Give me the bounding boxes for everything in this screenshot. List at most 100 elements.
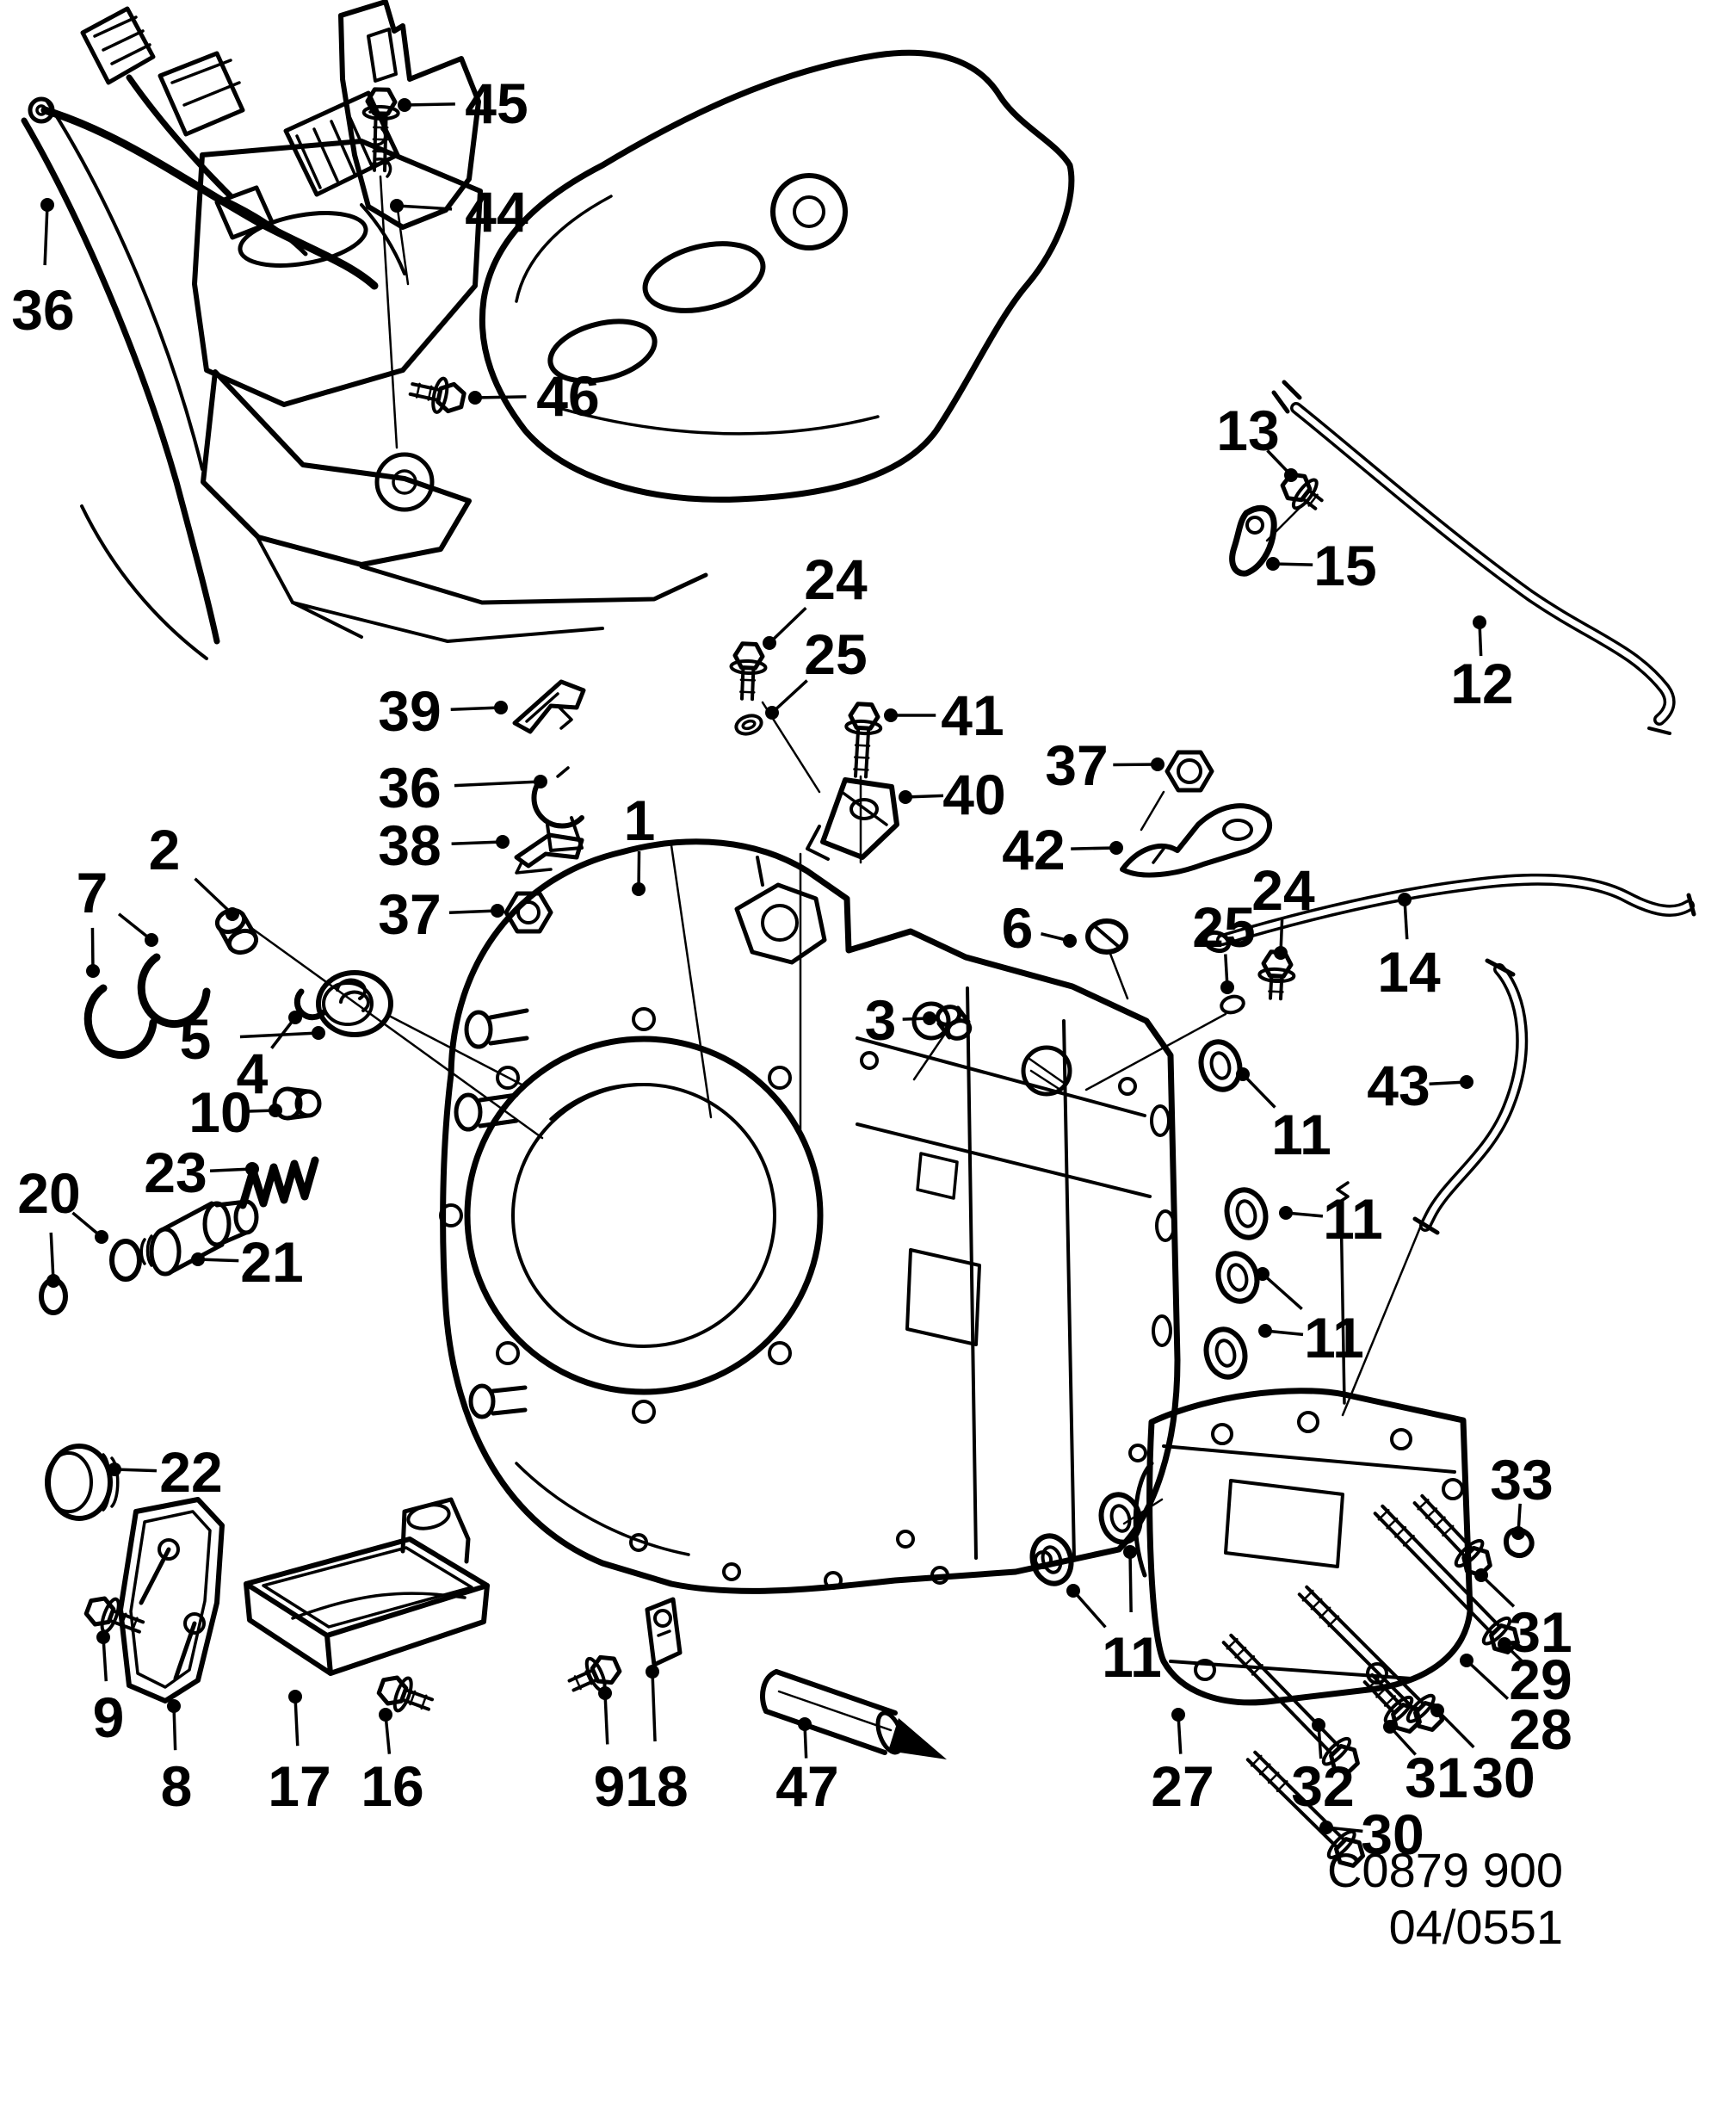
callout-8: 8 [161,1699,192,1818]
leader-dot [145,933,158,947]
callout-32: 32 [1291,1718,1355,1818]
callout-label: 44 [465,180,528,244]
callout-40: 40 [899,763,1006,826]
callout-label: 36 [378,756,441,819]
leader-dot [1236,1067,1250,1081]
leader-dot [1284,468,1298,482]
callout-label: 37 [1045,733,1108,797]
leader-dot [899,790,912,804]
callout-44: 44 [390,180,528,244]
callout-label: 39 [378,679,441,743]
callout-14: 14 [1377,893,1441,1004]
callout-4: 4 [237,1011,302,1105]
leader-dot [191,1252,205,1266]
callout-label: 20 [17,1161,80,1225]
leader-dot [646,1665,659,1679]
callout-46: 46 [468,364,600,428]
callout-33: 33 [1490,1448,1554,1540]
callout-9: 9 [594,1686,625,1818]
callout-label: 47 [775,1754,838,1818]
callout-13: 13 [1216,399,1298,482]
leader-dot [390,199,404,213]
bolt [729,641,768,702]
callout-label: 33 [1490,1448,1553,1512]
bolt [1257,949,1296,1001]
callout-1: 1 [624,788,656,896]
leader-line [209,1167,253,1172]
mount-bracket [192,49,1075,643]
callout-label: 23 [144,1141,207,1204]
callout-label: 1 [624,788,656,852]
callout-43: 43 [1367,1054,1473,1117]
leader-dot [1109,841,1123,855]
callout-label: 13 [1216,399,1279,462]
callout-11: 11 [1236,1067,1331,1166]
bolt [361,87,400,173]
leader-line [1480,1574,1516,1608]
callout-label: 14 [1377,940,1441,1004]
revision-code: 04/0551 [1388,1900,1563,1954]
leader-dot [269,1104,282,1117]
callout-2: 2 [149,818,239,921]
leader-dot [763,636,776,650]
callout-11: 11 [1279,1187,1383,1251]
leader-dot [598,1686,612,1700]
leader-dot [1474,1568,1488,1582]
clip-parts [512,679,586,875]
leader-dot [95,1230,108,1244]
callout-20: 20 [17,1161,108,1288]
leader-line [1261,1272,1303,1311]
bolt [83,1596,145,1634]
callout-label: 43 [1367,1054,1430,1117]
center-small-parts [504,714,1273,1041]
leader-line [172,1705,177,1751]
leader-dot [884,708,898,722]
callout-30: 30 [1430,1703,1535,1809]
leader-line [454,780,541,788]
callout-31: 31 [1383,1720,1468,1809]
leader-line [102,1636,108,1682]
callout-27: 27 [1151,1708,1214,1818]
callout-label: 15 [1313,534,1376,597]
left-small-parts [39,907,393,1521]
o-ring [1029,1533,1074,1586]
leader-line [1465,1659,1510,1700]
leader-dot [379,1708,392,1722]
bolt [844,702,883,779]
drawing-code: C0879 900 [1326,1843,1563,1897]
callout-label: 11 [1323,1187,1383,1251]
callout-45: 45 [398,71,528,135]
callout-label: 10 [188,1080,251,1144]
callout-25: 25 [765,622,868,720]
leader-dot [1066,1584,1080,1598]
leader-line [1071,846,1117,850]
o-ring [1198,1039,1243,1092]
footer: C0879 900 04/0551 [1327,1842,1563,1956]
callout-42: 42 [1002,818,1123,881]
wiring-harness [28,6,406,290]
leader-line [194,877,234,916]
callout-label: 11 [1304,1306,1364,1370]
leader-line [448,909,498,914]
callout-label: 30 [1472,1746,1535,1809]
leader-dot [46,1274,60,1288]
leader-dot [1430,1703,1444,1717]
callout-15: 15 [1266,534,1377,597]
leader-dot [108,1462,121,1476]
leader-line [404,102,455,107]
bolt [567,1654,622,1692]
callout-31: 31 [1474,1568,1572,1664]
leader-dot [1274,946,1288,960]
callout-41: 41 [884,683,1004,747]
callout-38: 38 [378,813,510,877]
callout-25: 25 [1192,895,1256,994]
leader-dot [534,775,547,788]
leader-dot [1063,934,1077,948]
leader-line [603,1692,609,1745]
callout-label: 31 [1509,1600,1572,1664]
leader-dot [1256,1267,1270,1281]
bolt [376,1675,435,1713]
o-ring [1203,1326,1248,1380]
